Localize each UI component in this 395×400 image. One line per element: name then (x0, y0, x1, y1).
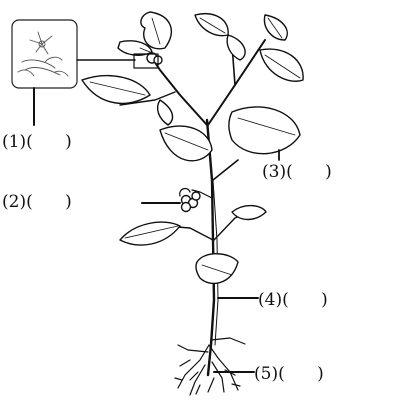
flower-cluster (133, 53, 159, 69)
label-5: (5)( ) (254, 364, 324, 384)
leaf (81, 74, 151, 105)
stem (205, 118, 216, 377)
leaf (159, 125, 213, 162)
leaf (156, 99, 174, 126)
inset-box (11, 19, 78, 89)
leaf (119, 221, 181, 246)
fruit-cluster (179, 187, 201, 213)
leaf (231, 204, 267, 221)
label-4: (4)( ) (258, 290, 328, 310)
label-3: (3)( ) (262, 162, 332, 182)
leaf (226, 34, 246, 61)
branch-side-right (212, 159, 239, 181)
leaf (259, 48, 304, 82)
label-2: (2)( ) (2, 192, 72, 212)
label-1: (1)( ) (2, 132, 72, 152)
leaf (117, 40, 153, 56)
leaf (228, 106, 301, 155)
branch-small-left (119, 91, 176, 106)
branch-right (207, 39, 266, 126)
leaf (195, 253, 239, 285)
branch-flower (191, 189, 213, 199)
inset-flower (17, 31, 69, 77)
leaf (263, 14, 288, 41)
